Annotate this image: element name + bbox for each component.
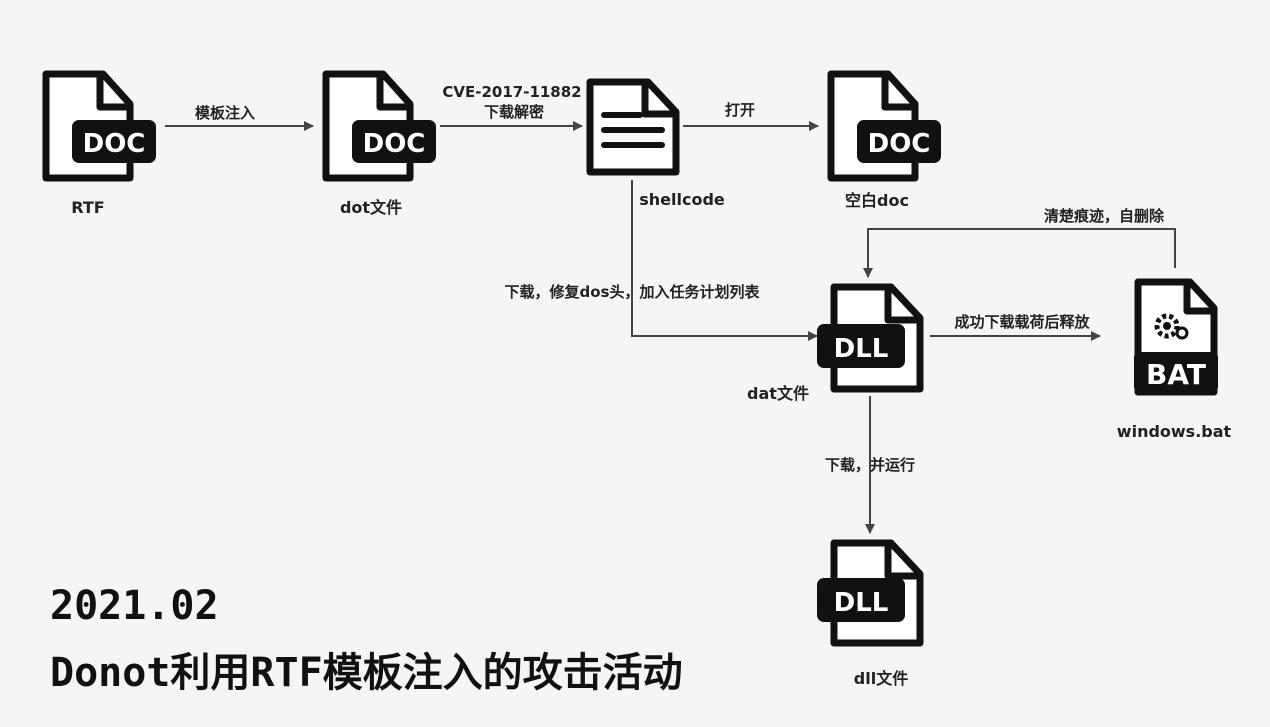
doc-file-icon: DOC (42, 70, 156, 182)
dll-file-icon: DLL (817, 283, 924, 393)
text-document-icon (586, 78, 680, 176)
node-label-bat: windows.bat (1117, 422, 1232, 441)
edge-label-cve: CVE-2017-11882 (442, 83, 581, 101)
node-label-dll: dll文件 (854, 669, 908, 688)
file-badge: DLL (834, 588, 889, 618)
edge-label-open: 打开 (725, 101, 755, 119)
node-label-rtf: RTF (71, 198, 104, 217)
node-dot: DOC dot文件 (322, 70, 436, 217)
edge-label-rtf-to-dot: 模板注入 (195, 104, 255, 122)
node-label-dot: dot文件 (340, 198, 402, 217)
node-bat: BAT windows.bat (1117, 278, 1232, 441)
dll-file-icon: DLL (817, 539, 924, 647)
file-badge: DOC (868, 129, 931, 159)
node-shellcode: shellcode (586, 78, 725, 209)
file-badge: DOC (363, 129, 426, 159)
node-label-shellcode: shellcode (639, 190, 725, 209)
doc-file-icon: DOC (827, 70, 941, 182)
file-badge: BAT (1146, 358, 1206, 391)
edge-label-download-decrypt: 下载解密 (484, 103, 544, 121)
node-dll: DLL dll文件 (817, 539, 924, 688)
edge-label-release-payload: 成功下载载荷后释放 (954, 313, 1090, 331)
gear-icon (1154, 313, 1189, 340)
file-badge: DLL (834, 334, 889, 364)
bat-file-icon: BAT (1134, 278, 1218, 396)
node-dat: DLL dat文件 (747, 283, 924, 403)
doc-file-icon: DOC (322, 70, 436, 182)
file-badge: DOC (83, 129, 146, 159)
edge-label-download-run: 下载，并运行 (825, 456, 915, 474)
title-date: 2021.02 (50, 583, 219, 629)
edge-label-download-fix-schedule: 下载，修复dos头，加入任务计划列表 (505, 283, 761, 301)
title-main: Donot利用RTF模板注入的攻击活动 (50, 650, 683, 696)
edge-bat-to-dat (863, 228, 1176, 278)
node-label-blank-doc: 空白doc (845, 191, 909, 210)
node-rtf: DOC RTF (42, 70, 156, 217)
node-label-dat: dat文件 (747, 384, 809, 403)
edge-shellcode-to-dat (631, 180, 818, 341)
edge-label-cleanup-selfdelete: 清楚痕迹，自删除 (1044, 207, 1165, 225)
node-blank-doc: DOC 空白doc (827, 70, 941, 210)
